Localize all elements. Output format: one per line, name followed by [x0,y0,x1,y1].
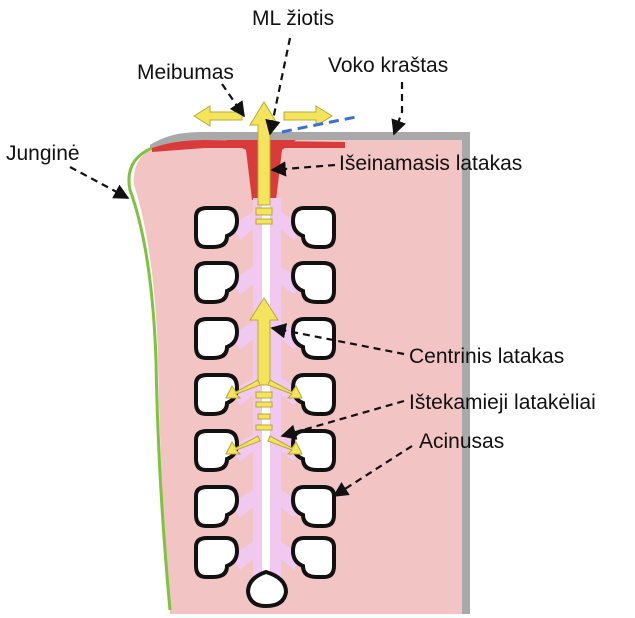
label-meibumas: Meibumas [137,61,234,84]
label-ml-ziotis: ML žiotis [252,7,334,30]
label-iseinamasis-latakas: Išeinamasis latakas [339,152,522,175]
label-jungine: Junginė [6,142,80,165]
label-acinusas: Acinusas [419,430,504,453]
label-istekamieji-latakeliai: Ištekamieji latakėliai [409,391,596,414]
label-voko-krastas: Voko kraštas [328,54,448,77]
label-centrinis-latakas: Centrinis latakas [409,345,564,368]
